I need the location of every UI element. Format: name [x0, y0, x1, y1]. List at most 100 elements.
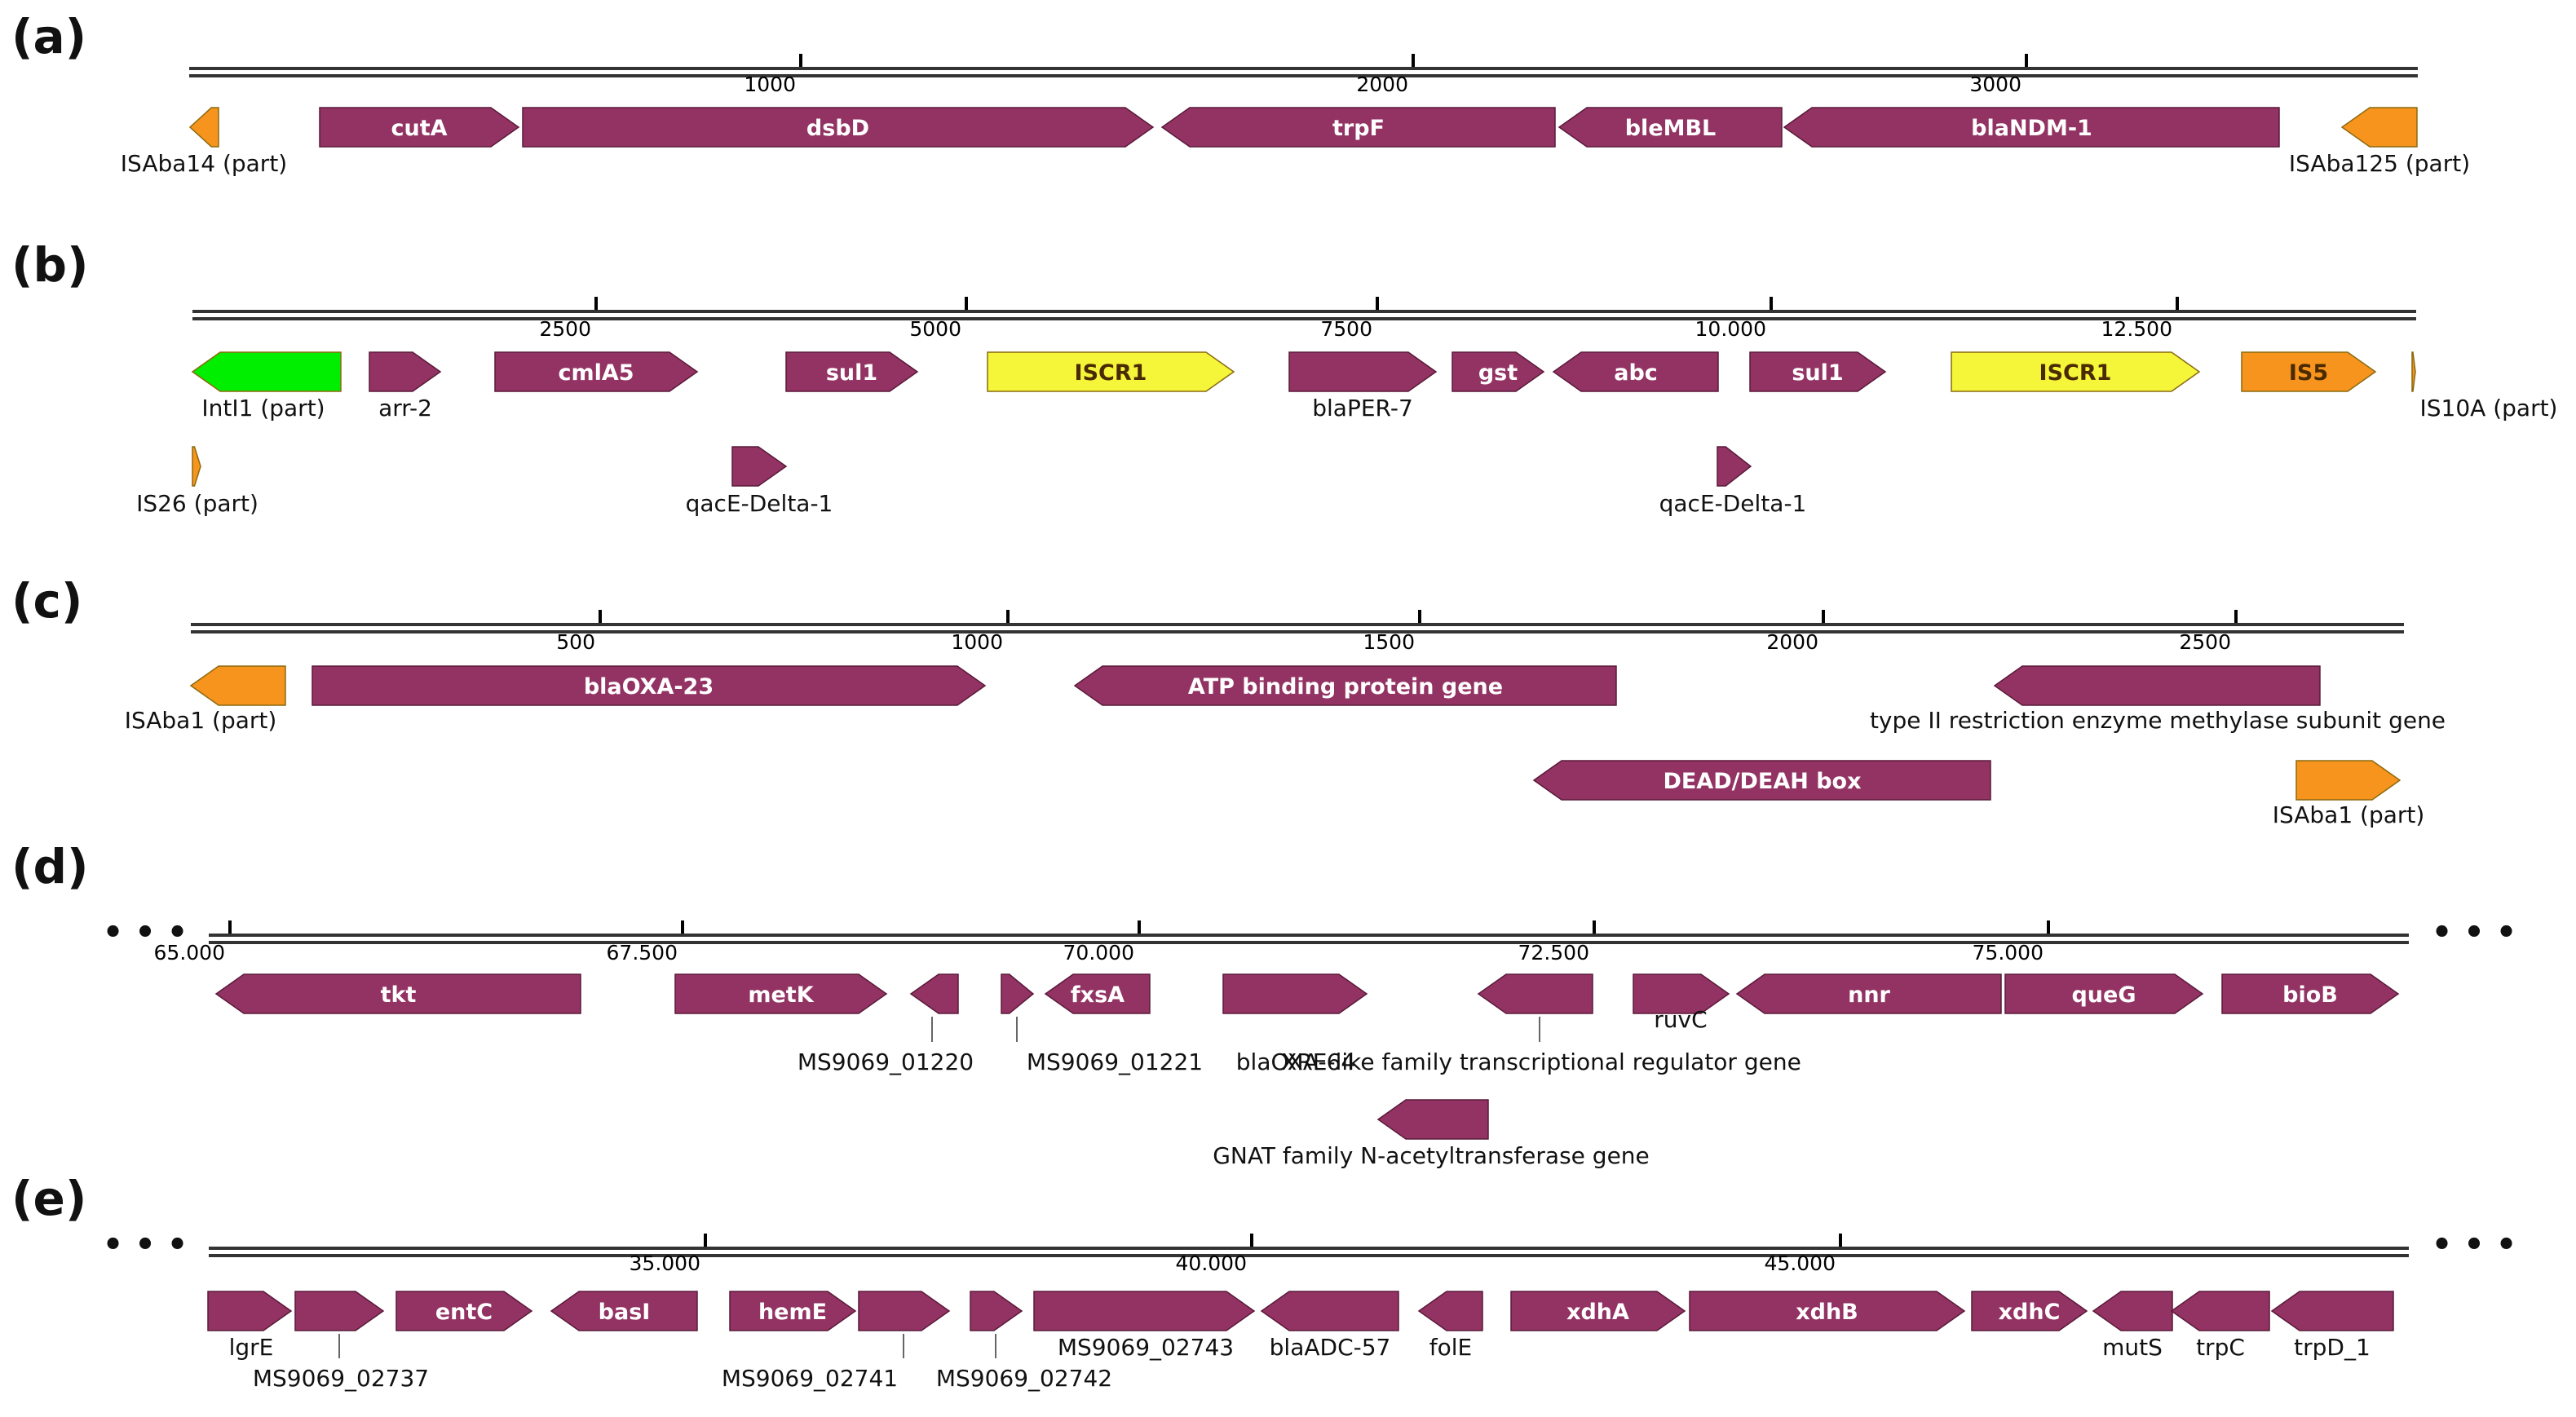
gene-arrow[interactable] [1260, 1291, 1399, 1331]
gene-arrow[interactable] [294, 1291, 385, 1331]
gene-arrow[interactable] [1633, 973, 1730, 1014]
gene-blembl[interactable]: bleMBL [1558, 107, 1783, 148]
gene-is26-part[interactable]: IS26 (part) [136, 446, 258, 517]
gene-arrow[interactable] [2221, 973, 2400, 1014]
gene-arrow[interactable] [1558, 107, 1783, 148]
gene-is10a-part[interactable]: IS10A (part) [2411, 351, 2557, 422]
gene-isaba1-part[interactable]: ISAba1 (part) [2273, 760, 2425, 828]
gene-lgre[interactable]: lgrE [207, 1291, 293, 1361]
gene-arrow[interactable] [1001, 973, 1035, 1014]
gene-arrow[interactable] [1033, 1291, 1256, 1331]
gene-muts[interactable]: mutS [2092, 1291, 2173, 1361]
gene-isaba125-part[interactable]: ISAba125 (part) [2289, 107, 2470, 177]
gene-arrow[interactable] [1532, 760, 1991, 801]
gene-ms9069-02742[interactable]: MS9069_02742 [936, 1291, 1112, 1392]
gene-blaoxa-23[interactable]: blaOXA-23 [312, 665, 987, 706]
gene-cuta[interactable]: cutA [319, 107, 520, 148]
gene-arrow[interactable] [1735, 973, 2002, 1014]
gene-sul1[interactable]: sul1 [785, 351, 919, 392]
gene-blandm-1[interactable]: blaNDM-1 [1783, 107, 2280, 148]
gene-arrow[interactable] [674, 973, 888, 1014]
gene-arrow[interactable] [1749, 351, 1887, 392]
gene-nnr[interactable]: nnr [1735, 973, 2002, 1014]
gene-arrow[interactable] [192, 446, 201, 487]
gene-xre-like-family-transcriptional-regulator-gene[interactable]: XRE-like family transcriptional regulato… [1281, 973, 1801, 1075]
gene-trpc[interactable]: trpC [2170, 1291, 2270, 1361]
gene-atp-binding-protein-gene[interactable]: ATP binding protein gene [1073, 665, 1617, 706]
gene-arrow[interactable] [2004, 973, 2204, 1014]
gene-arrow[interactable] [1417, 1291, 1483, 1331]
gene-ms9069-01221[interactable]: MS9069_01221 [1001, 973, 1203, 1075]
gene-heme[interactable]: hemE [729, 1291, 857, 1331]
gene-arrow[interactable] [729, 1291, 857, 1331]
gene-arrow[interactable] [189, 665, 286, 706]
gene-type-ii-restriction-enzyme-methylase-subunit-gene[interactable]: type II restriction enzyme methylase sub… [1870, 665, 2446, 734]
gene-isaba14-part[interactable]: ISAba14 (part) [121, 107, 287, 177]
gene-arrow[interactable] [909, 973, 959, 1014]
gene-arrow[interactable] [785, 351, 919, 392]
gene-arrow[interactable] [1073, 665, 1617, 706]
gene-iscr1[interactable]: ISCR1 [987, 351, 1235, 392]
gene-iscr1[interactable]: ISCR1 [1951, 351, 2201, 392]
gene-arrow[interactable] [1971, 1291, 2088, 1331]
gene-isaba1-part[interactable]: ISAba1 (part) [125, 665, 286, 734]
gene-arrow[interactable] [214, 973, 581, 1014]
gene-arrow[interactable] [2170, 1291, 2270, 1331]
gene-arrow[interactable] [2295, 760, 2401, 801]
gene-arrow[interactable] [1477, 973, 1593, 1014]
gene-arrow[interactable] [1783, 107, 2280, 148]
gene-arrow[interactable] [2340, 107, 2418, 148]
gene-arrow[interactable] [1951, 351, 2201, 392]
gene-ruvc[interactable]: ruvC [1633, 973, 1730, 1033]
gene-arrow[interactable] [1376, 1099, 1489, 1140]
gene-blaoxa-64[interactable]: blaOXA-64 [1222, 973, 1368, 1075]
gene-arrow[interactable] [319, 107, 520, 148]
gene-blaadc-57[interactable]: blaADC-57 [1260, 1291, 1399, 1361]
gene-arrow[interactable] [1717, 446, 1752, 487]
gene-arrow[interactable] [2270, 1291, 2394, 1331]
gene-arrow[interactable] [550, 1291, 698, 1331]
gene-arrow[interactable] [970, 1291, 1023, 1331]
gene-ms9069-02741[interactable]: MS9069_02741 [722, 1291, 951, 1392]
gene-arrow[interactable] [522, 107, 1155, 148]
gene-fole[interactable]: folE [1417, 1291, 1483, 1361]
gene-arrow[interactable] [207, 1291, 293, 1331]
gene-inti1-part[interactable]: IntI1 (part) [191, 351, 342, 422]
gene-ms9069-02737[interactable]: MS9069_02737 [253, 1291, 429, 1392]
gene-xdhb[interactable]: xdhB [1689, 1291, 1966, 1331]
gene-arrow[interactable] [1160, 107, 1556, 148]
gene-biob[interactable]: bioB [2221, 973, 2400, 1014]
gene-dsbd[interactable]: dsbD [522, 107, 1155, 148]
gene-arrow[interactable] [1288, 351, 1438, 392]
gene-arrow[interactable] [1222, 973, 1368, 1014]
gene-arrow[interactable] [494, 351, 699, 392]
gene-arrow[interactable] [1552, 351, 1719, 392]
gene-blaper-7[interactable]: blaPER-7 [1288, 351, 1438, 422]
gene-arrow[interactable] [369, 351, 442, 392]
gene-arrow[interactable] [1993, 665, 2321, 706]
gene-fxsa[interactable]: fxsA [1044, 973, 1151, 1014]
gene-metk[interactable]: metK [674, 973, 888, 1014]
gene-ms9069-01220[interactable]: MS9069_01220 [798, 973, 974, 1075]
gene-trpf[interactable]: trpF [1160, 107, 1556, 148]
gene-arr-2[interactable]: arr-2 [369, 351, 442, 422]
gene-arrow[interactable] [312, 665, 987, 706]
gene-arrow[interactable] [191, 351, 342, 392]
gene-queg[interactable]: queG [2004, 973, 2204, 1014]
gene-tkt[interactable]: tkt [214, 973, 581, 1014]
gene-arrow[interactable] [2092, 1291, 2173, 1331]
gene-arrow[interactable] [2241, 351, 2377, 392]
gene-arrow[interactable] [1044, 973, 1151, 1014]
gene-trpd-1[interactable]: trpD_1 [2270, 1291, 2394, 1361]
gene-arrow[interactable] [2411, 351, 2416, 392]
gene-qace-delta-1[interactable]: qacE-Delta-1 [686, 446, 833, 517]
gene-qace-delta-1[interactable]: qacE-Delta-1 [1659, 446, 1807, 517]
gene-entc[interactable]: entC [395, 1291, 533, 1331]
gene-dead-deah-box[interactable]: DEAD/DEAH box [1532, 760, 1991, 801]
gene-xdha[interactable]: xdhA [1510, 1291, 1686, 1331]
gene-arrow[interactable] [188, 107, 219, 148]
gene-arrow[interactable] [1510, 1291, 1686, 1331]
gene-basi[interactable]: basI [550, 1291, 698, 1331]
gene-arrow[interactable] [1451, 351, 1545, 392]
gene-abc[interactable]: abc [1552, 351, 1719, 392]
